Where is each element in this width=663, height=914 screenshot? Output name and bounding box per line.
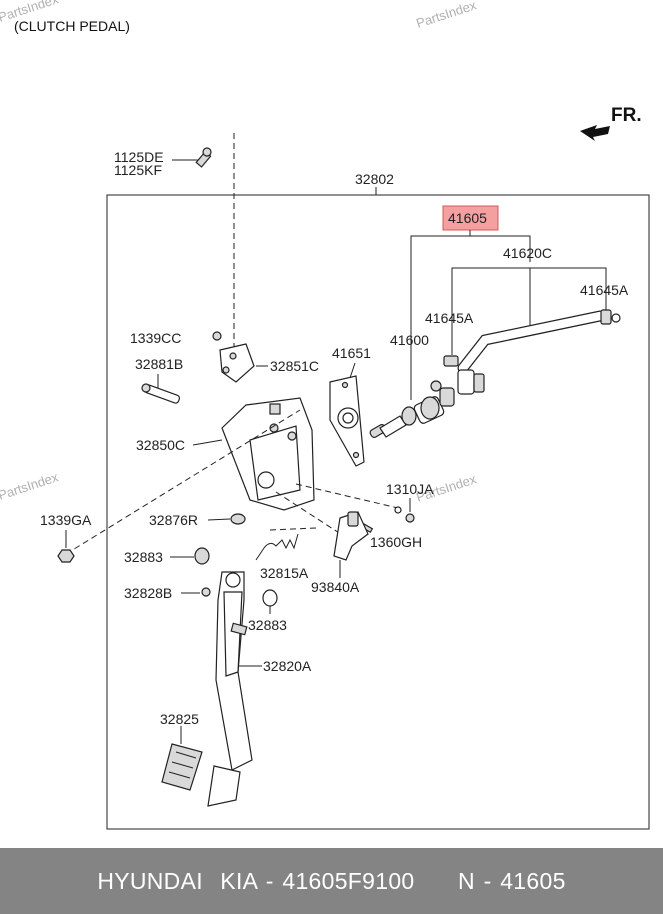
hose-clamp-right bbox=[600, 309, 621, 325]
label-32815A: 32815A bbox=[260, 565, 309, 581]
front-direction-label: FR. bbox=[611, 105, 642, 126]
nut-1339cc bbox=[212, 331, 222, 341]
bolt-1310ja bbox=[405, 513, 415, 523]
stopper-32876r bbox=[230, 513, 246, 525]
label-1125DE: 1125DE bbox=[114, 149, 164, 165]
nut-1339ga bbox=[57, 549, 75, 563]
front-direction-arrow-icon bbox=[580, 125, 610, 141]
gasket-plate-41651 bbox=[329, 375, 365, 467]
label-32825: 32825 bbox=[160, 711, 199, 727]
label-1310JA: 1310JA bbox=[386, 481, 434, 497]
watermark-mid-left: PartsIndex bbox=[0, 469, 61, 503]
clutch-switch-93840a bbox=[333, 511, 369, 561]
label-32881B: 32881B bbox=[135, 356, 183, 372]
label-32883-bottom: 32883 bbox=[248, 617, 287, 633]
clutch-pedal-arm-32820a bbox=[215, 571, 253, 771]
label-32850C: 32850C bbox=[136, 437, 185, 453]
assembly-frame bbox=[106, 194, 650, 830]
label-32828B: 32828B bbox=[124, 585, 172, 601]
nut-1310ja-secondary bbox=[394, 506, 402, 514]
label-41620C: 41620C bbox=[503, 245, 552, 261]
label-1360GH: 1360GH bbox=[370, 534, 422, 550]
clutch-master-cylinder bbox=[369, 369, 485, 438]
stopper-bolt-32881b bbox=[141, 383, 181, 404]
label-32851C: 32851C bbox=[270, 358, 319, 374]
stopper-32828b bbox=[201, 587, 211, 597]
label-41645A-left: 41645A bbox=[425, 310, 474, 326]
bushing-32883-top bbox=[194, 547, 210, 565]
label-32802: 32802 bbox=[355, 171, 394, 187]
label-32820A: 32820A bbox=[263, 658, 312, 674]
label-32883-top: 32883 bbox=[124, 549, 163, 565]
label-41600: 41600 bbox=[390, 332, 429, 348]
part-number-footer: HYUNDAI KIA - 41605F9100 N - 41605 bbox=[0, 848, 663, 914]
pedal-pad-32825 bbox=[161, 743, 241, 807]
label-41605: 41605 bbox=[448, 210, 487, 226]
pedal-bracket-32850c bbox=[221, 397, 315, 511]
label-1339CC: 1339CC bbox=[130, 330, 181, 346]
bracket-32851c bbox=[219, 343, 255, 383]
label-1125KF: 1125KF bbox=[114, 162, 162, 178]
label-32876R: 32876R bbox=[149, 512, 198, 528]
watermark-top-right: PartsIndex bbox=[414, 0, 478, 31]
label-41645A-right: 41645A bbox=[580, 282, 629, 298]
bushing-32883-bottom bbox=[262, 589, 278, 607]
label-41651: 41651 bbox=[332, 345, 371, 361]
return-spring-32815a bbox=[255, 533, 299, 561]
diagram-title: (CLUTCH PEDAL) bbox=[14, 18, 130, 34]
label-93840A: 93840A bbox=[311, 579, 360, 595]
hose-clamp-left bbox=[443, 355, 459, 367]
label-1339GA: 1339GA bbox=[40, 512, 92, 528]
bolt-1125de bbox=[195, 147, 212, 168]
